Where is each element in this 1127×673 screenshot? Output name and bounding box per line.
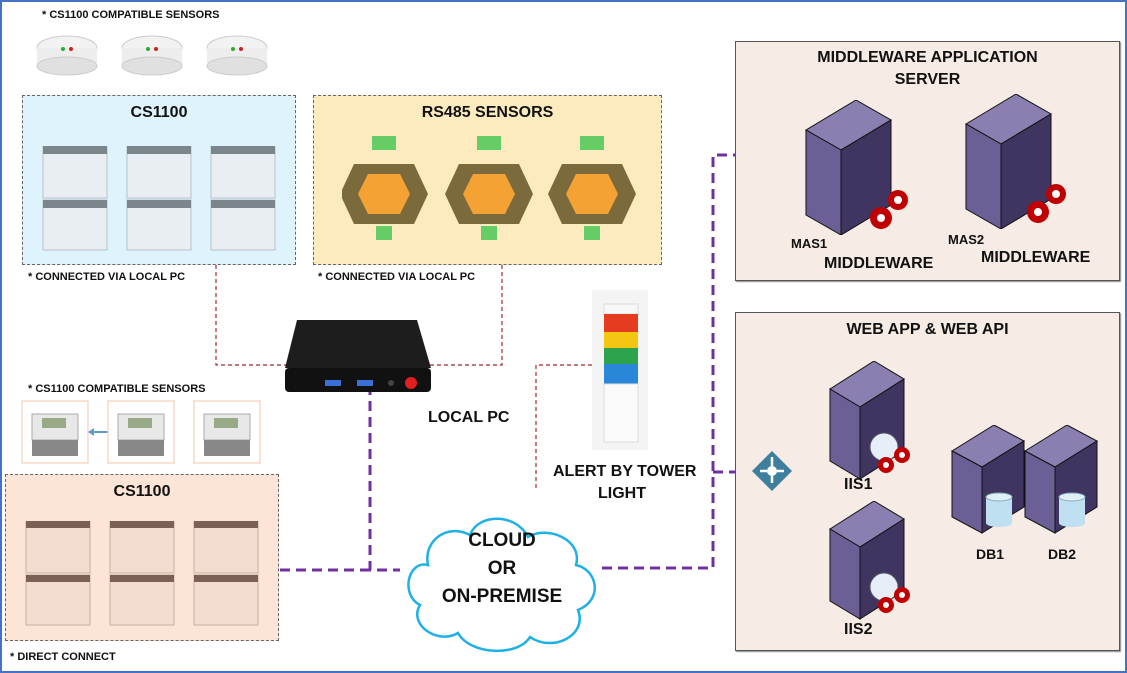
local-pc-icon	[285, 320, 431, 392]
server-iis1-icon	[829, 361, 910, 480]
smoke-sensors-top	[35, 26, 275, 78]
server-db1-name: DB1	[976, 546, 1005, 562]
tibbo-sensor-icon	[548, 136, 636, 240]
flow-sensor-icon	[21, 400, 89, 464]
server-iis2-icon	[829, 501, 910, 620]
smoke-sensor-icon	[36, 35, 98, 76]
tower-light-label-1: ALERT BY TOWER	[553, 463, 697, 480]
webapp-group: WEB APP & WEB API IIS1 IIS2 DB1 DB2	[735, 312, 1120, 651]
gear-icon	[878, 587, 910, 613]
cs1100-direct-units	[25, 521, 259, 626]
gear-icon	[1027, 184, 1066, 223]
gear-icon	[878, 447, 910, 473]
server-mas1-name: MAS1	[791, 236, 828, 251]
server-iis1-name: IIS1	[844, 476, 873, 493]
sensors-mid-label: * CS1100 COMPATIBLE SENSORS	[28, 383, 206, 395]
cloud-line-2: OR	[487, 558, 517, 579]
rs485-title: RS485 SENSORS	[421, 104, 554, 121]
cs1100-unit-icon	[210, 146, 276, 251]
cloud-icon	[407, 517, 596, 652]
sensors-top-label: * CS1100 COMPATIBLE SENSORS	[42, 9, 220, 21]
server-db2-icon	[1023, 425, 1099, 534]
database-icon	[985, 492, 1013, 527]
flow-sensor-icon	[193, 400, 261, 464]
cs1100-unit-icon	[193, 521, 259, 626]
cs1100-unit-icon	[109, 521, 175, 626]
server-mas2-icon	[965, 94, 1066, 229]
cloud-line-1: CLOUD	[468, 530, 536, 551]
cs1100-unit-icon	[25, 521, 91, 626]
server-db1-icon	[950, 425, 1026, 534]
server-mas2-name: MAS2	[948, 232, 985, 247]
cs1100-direct-note: * DIRECT CONNECT	[10, 651, 116, 663]
smoke-sensor-icon	[121, 35, 183, 76]
tower-light-icon	[592, 290, 648, 450]
local-pc-label: LOCAL PC	[428, 409, 510, 426]
cs1100-units	[42, 146, 276, 251]
server-iis2-name: IIS2	[844, 621, 873, 638]
gear-icon	[870, 190, 908, 229]
server-mas1-icon	[805, 100, 908, 235]
rs485-note: * CONNECTED VIA LOCAL PC	[318, 271, 476, 283]
cloud-line-3: ON-PREMISE	[441, 586, 563, 607]
middleware-title-2: SERVER	[894, 71, 961, 88]
flow-sensor-icon	[107, 400, 175, 464]
webapp-title: WEB APP & WEB API	[846, 321, 1009, 338]
middleware-server-group: MIDDLEWARE APPLICATION SERVER MAS1 MIDDL…	[735, 41, 1120, 281]
tibbo-sensor-icon	[342, 136, 428, 240]
smoke-sensor-icon	[206, 35, 268, 76]
cs1100-unit-icon	[42, 146, 108, 251]
router-icon	[752, 451, 792, 491]
cs1100-unit-icon	[126, 146, 192, 251]
rs485-group: RS485 SENSORS	[313, 95, 662, 265]
cs1100-direct-title: CS1100	[113, 483, 171, 500]
server-mas1-role: MIDDLEWARE	[824, 255, 934, 272]
cs1100-direct-group: CS1100	[5, 474, 279, 641]
middleware-title-1: MIDDLEWARE APPLICATION	[817, 49, 1038, 66]
flow-sensors	[21, 400, 261, 464]
server-mas2-role: MIDDLEWARE	[981, 249, 1091, 266]
cs1100-local-group: CS1100	[22, 95, 296, 265]
database-icon	[1058, 492, 1086, 527]
cs1100-local-note: * CONNECTED VIA LOCAL PC	[28, 271, 186, 283]
rs485-sensors	[342, 136, 636, 240]
server-db2-name: DB2	[1048, 546, 1077, 562]
cs1100-local-title: CS1100	[130, 104, 188, 121]
tower-light-label-2: LIGHT	[598, 485, 646, 502]
tibbo-sensor-icon	[445, 136, 533, 240]
